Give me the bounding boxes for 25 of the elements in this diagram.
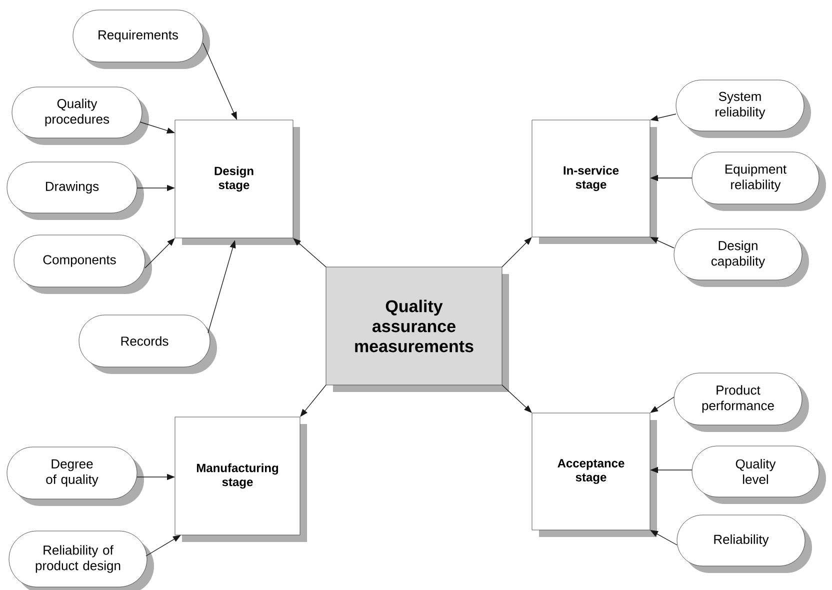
arrow: [502, 384, 532, 413]
measurement-box: Quality assurance measurements: [326, 266, 509, 392]
arrow: [502, 237, 532, 268]
arrow: [144, 238, 175, 268]
rounded-box: Equipment reliability: [692, 152, 826, 211]
rounded-box: Product performance: [674, 372, 809, 432]
rounded-box: Quality level: [692, 446, 826, 504]
rounded-box: Design capability: [674, 228, 809, 287]
rounded-box: Drawings: [6, 162, 144, 220]
stage-box: Acceptance stage: [532, 412, 657, 537]
rounded-box: Degree of quality: [6, 446, 144, 506]
rounded-box: Requirements: [72, 10, 210, 69]
rounded-box: Components: [14, 234, 152, 294]
rounded-box: Reliability: [676, 514, 812, 573]
rounded-box: System reliability: [676, 80, 811, 138]
node-label: Reliability of product design: [36, 545, 120, 573]
arrow: [293, 238, 326, 268]
stage-box: Design stage: [174, 120, 300, 245]
stage-box: In-service stage: [532, 120, 657, 244]
arrow: [300, 384, 326, 417]
rounded-box: Quality procedures: [12, 86, 149, 145]
arrow: [650, 396, 674, 413]
stage-box: Manufacturing stage: [174, 416, 307, 542]
rounded-box: Reliability of product design: [8, 530, 154, 590]
rounded-box: Records: [78, 314, 217, 374]
